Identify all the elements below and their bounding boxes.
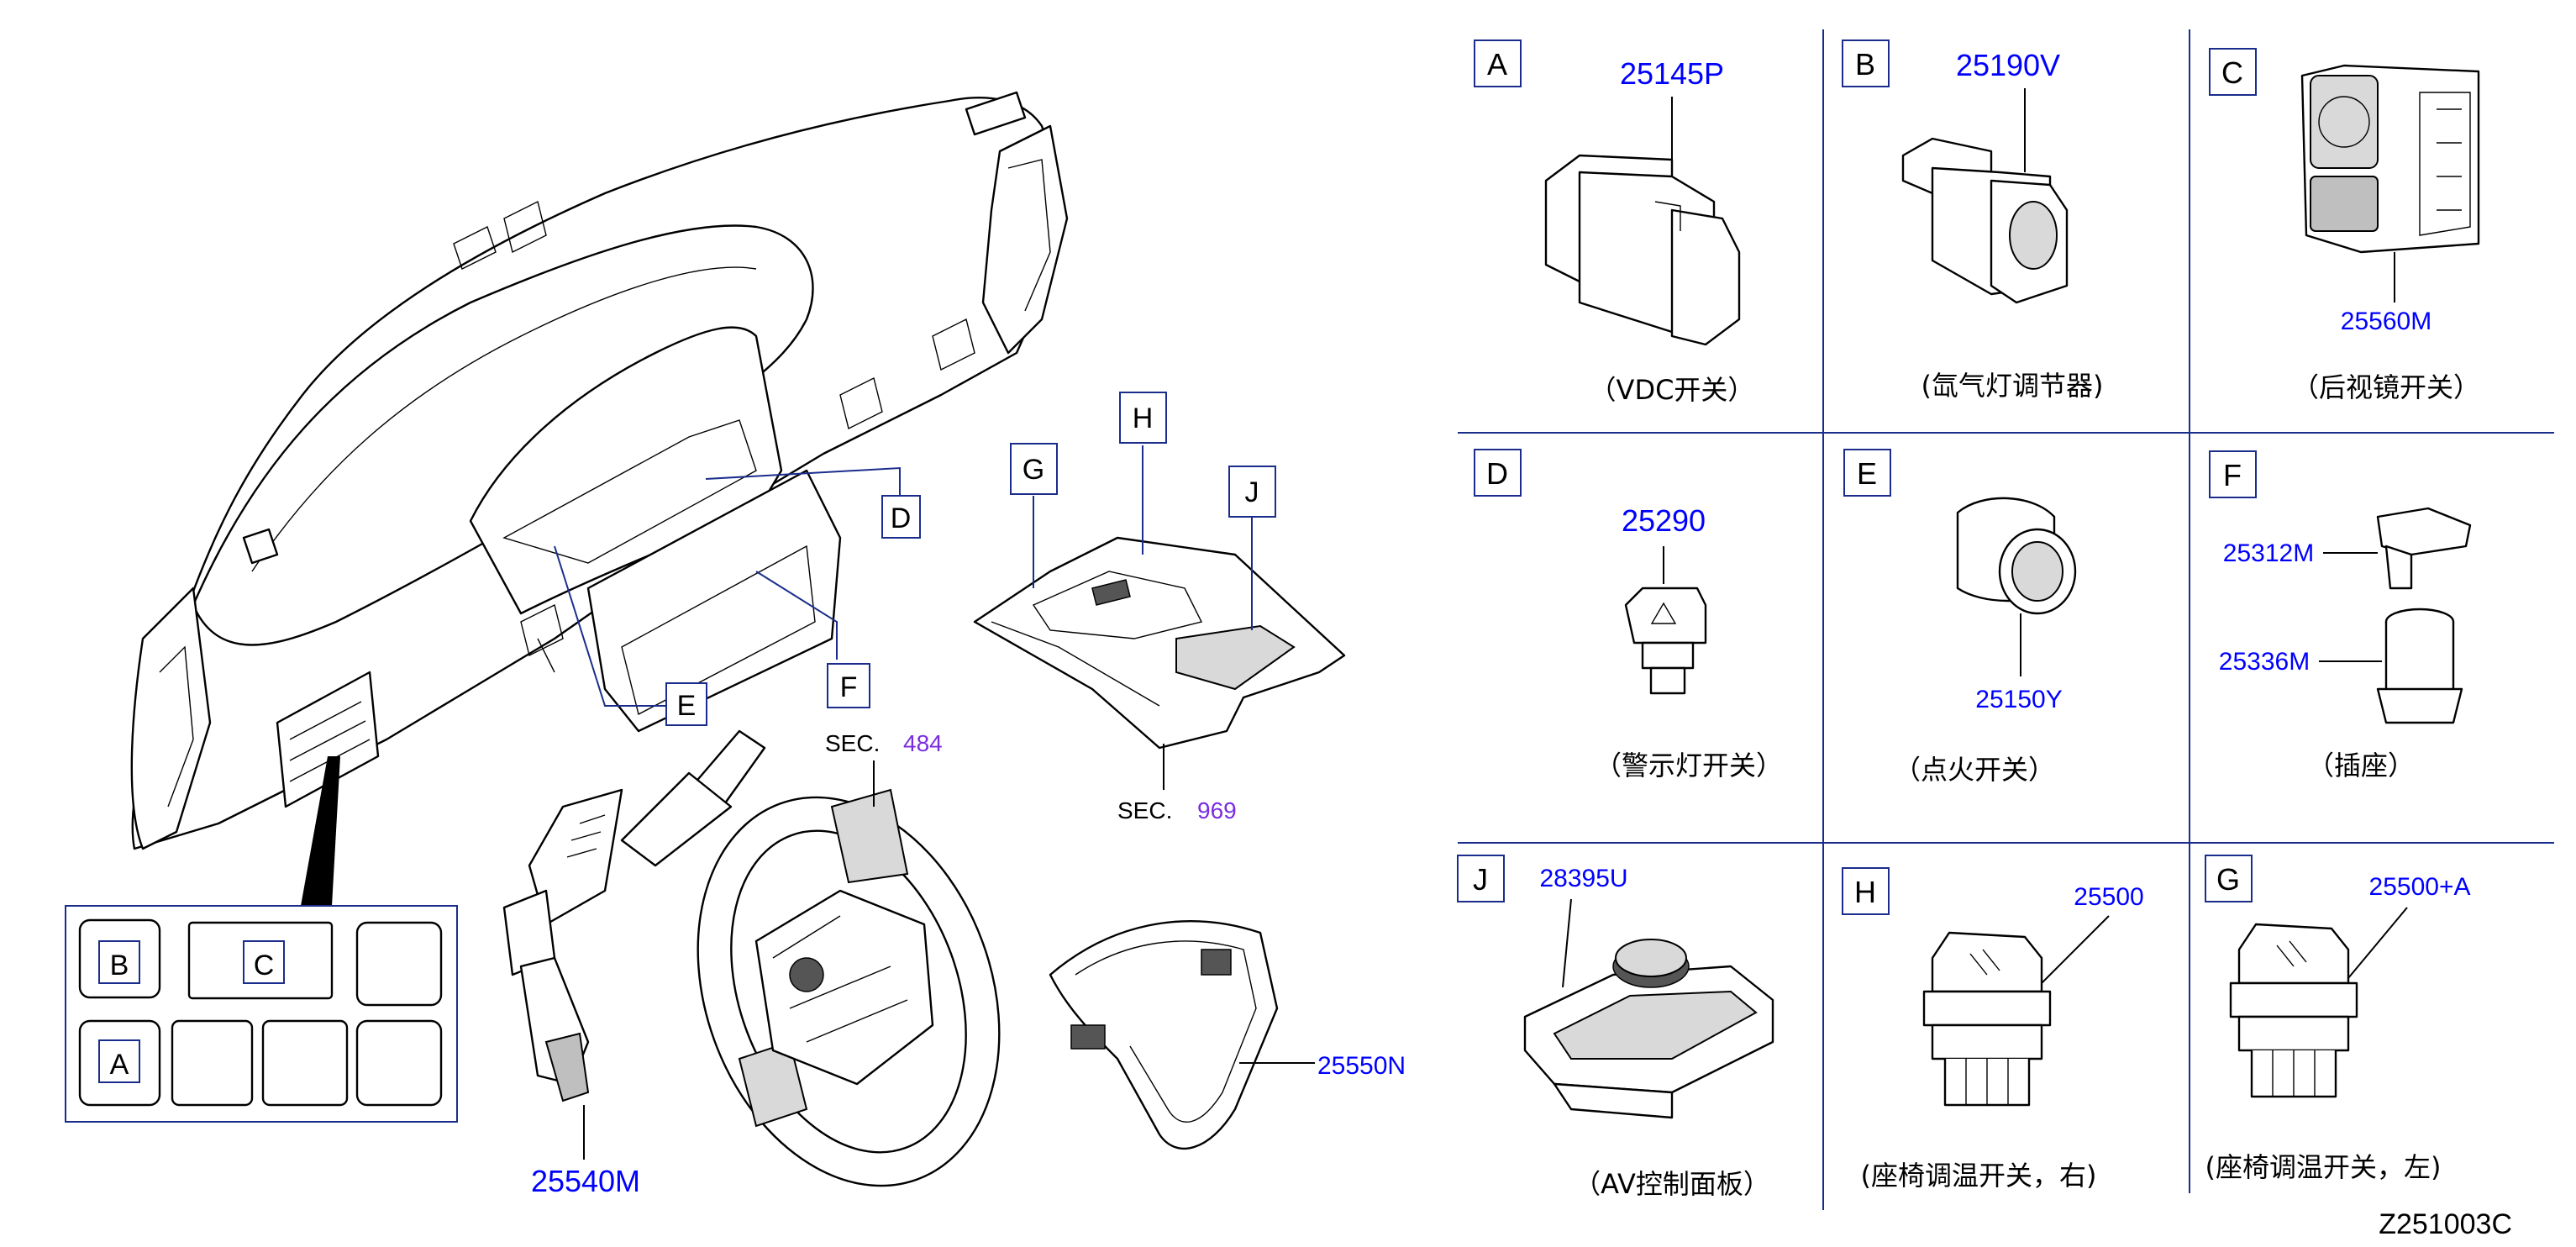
cell-h-letter: H	[1854, 875, 1876, 909]
part-25190v: 25190V	[1956, 48, 2060, 82]
cell-b-letter: B	[1855, 47, 1875, 82]
callout-g: G	[1010, 443, 1058, 495]
cell-j-letter: J	[1473, 862, 1488, 897]
svg-text:F: F	[840, 671, 858, 703]
caption-g: (座椅调温开关，左)	[2205, 1151, 2442, 1183]
svg-text:G: G	[1023, 454, 1044, 486]
part-25540m: 25540M	[531, 1164, 640, 1198]
steering-wheel-drawing	[697, 788, 1001, 1187]
callout-d: D	[881, 495, 921, 539]
callout-e: E	[665, 682, 707, 726]
cell-f: F 25312M 25336M （插座）	[2209, 450, 2472, 781]
instrument-panel-drawing	[130, 91, 1069, 850]
sec-969-label: SEC.	[1117, 797, 1172, 823]
cell-j: J 28395U （AV控制面板）	[1457, 855, 1774, 1200]
panel-label-c: C	[254, 950, 275, 981]
cell-e: E 25150Y （点火开关）	[1843, 449, 2077, 786]
sec-969-number: 969	[1197, 797, 1237, 823]
cell-c: C 25560M （后视镜开关）	[2209, 48, 2480, 403]
part-28395u: 28395U	[1539, 865, 1627, 892]
panel-label-a: A	[110, 1049, 129, 1081]
cell-b: B 25190V (氙气灯调节器)	[1842, 39, 2104, 402]
svg-text:E: E	[677, 690, 697, 722]
cell-d-letter: D	[1486, 456, 1508, 491]
caption-c: （后视镜开关）	[2292, 371, 2480, 403]
hazard-switch-drawing	[1624, 587, 1707, 695]
part-25145p: 25145P	[1620, 56, 1724, 91]
xenon-leveller-drawing	[1901, 137, 2069, 304]
sec-484-number: 484	[903, 730, 943, 756]
cell-d: D 25290 （警示灯开关）	[1474, 449, 1783, 781]
part-25500: 25500	[2074, 883, 2143, 911]
part-25150y: 25150Y	[1975, 686, 2062, 713]
switch-panel-inset: B C A	[65, 905, 458, 1123]
callout-j: J	[1228, 466, 1276, 518]
cell-h: H 25500 (座椅调温开关，右)	[1842, 867, 2144, 1192]
console-finisher-drawing	[973, 536, 1346, 750]
callout-f: F	[827, 663, 870, 708]
vdc-switch-drawing	[1544, 154, 1741, 346]
cell-f-letter: F	[2223, 458, 2242, 492]
overview-leaders	[554, 466, 901, 707]
cell-g-letter: G	[2216, 862, 2240, 897]
console-leaders	[1033, 445, 1253, 630]
caption-h: (座椅调温开关，右)	[1861, 1160, 2097, 1192]
caption-b: (氙气灯调节器)	[1921, 370, 2104, 402]
svg-text:D: D	[891, 502, 912, 534]
parts-grid	[1458, 29, 2554, 1210]
mirror-switch-drawing	[2300, 64, 2480, 254]
socket-lower-drawing	[2376, 608, 2463, 724]
zoom-wedge	[301, 756, 340, 906]
part-25290: 25290	[1622, 503, 1706, 538]
panel-label-b: B	[110, 950, 129, 981]
caption-j: （AV控制面板）	[1574, 1168, 1770, 1200]
cell-e-letter: E	[1857, 456, 1877, 491]
steering-wheel-switch-drawing	[1049, 920, 1279, 1150]
part-25560m: 25560M	[2341, 308, 2431, 335]
sec-484-label: SEC.	[825, 730, 880, 756]
caption-a: （VDC开关）	[1590, 374, 1755, 406]
cell-a-letter: A	[1487, 47, 1507, 82]
socket-upper-drawing	[2376, 507, 2472, 590]
seat-heater-left-drawing	[2229, 923, 2358, 1098]
part-25336m: 25336M	[2219, 648, 2310, 676]
part-25550n: 25550N	[1317, 1052, 1406, 1080]
combination-switch-drawing	[502, 729, 766, 1102]
svg-text:H: H	[1133, 403, 1154, 434]
caption-d: （警示灯开关）	[1595, 750, 1783, 781]
caption-e: （点火开关）	[1894, 754, 2055, 786]
cell-c-letter: C	[2221, 55, 2243, 90]
part-25312m: 25312M	[2223, 539, 2314, 567]
callout-h: H	[1119, 392, 1167, 444]
caption-f: （插座）	[2307, 750, 2415, 781]
diagram-id: Z251003C	[2379, 1208, 2512, 1240]
seat-heater-right-drawing	[1922, 931, 2052, 1107]
av-control-panel-drawing	[1523, 939, 1774, 1119]
svg-text:J: J	[1245, 476, 1259, 508]
ignition-switch-drawing	[1956, 497, 2077, 615]
cell-a: A 25145P （VDC开关）	[1474, 39, 1755, 406]
cell-g: G 25500+A (座椅调温开关，左)	[2205, 855, 2471, 1183]
part-25500-a: 25500+A	[2369, 873, 2471, 901]
